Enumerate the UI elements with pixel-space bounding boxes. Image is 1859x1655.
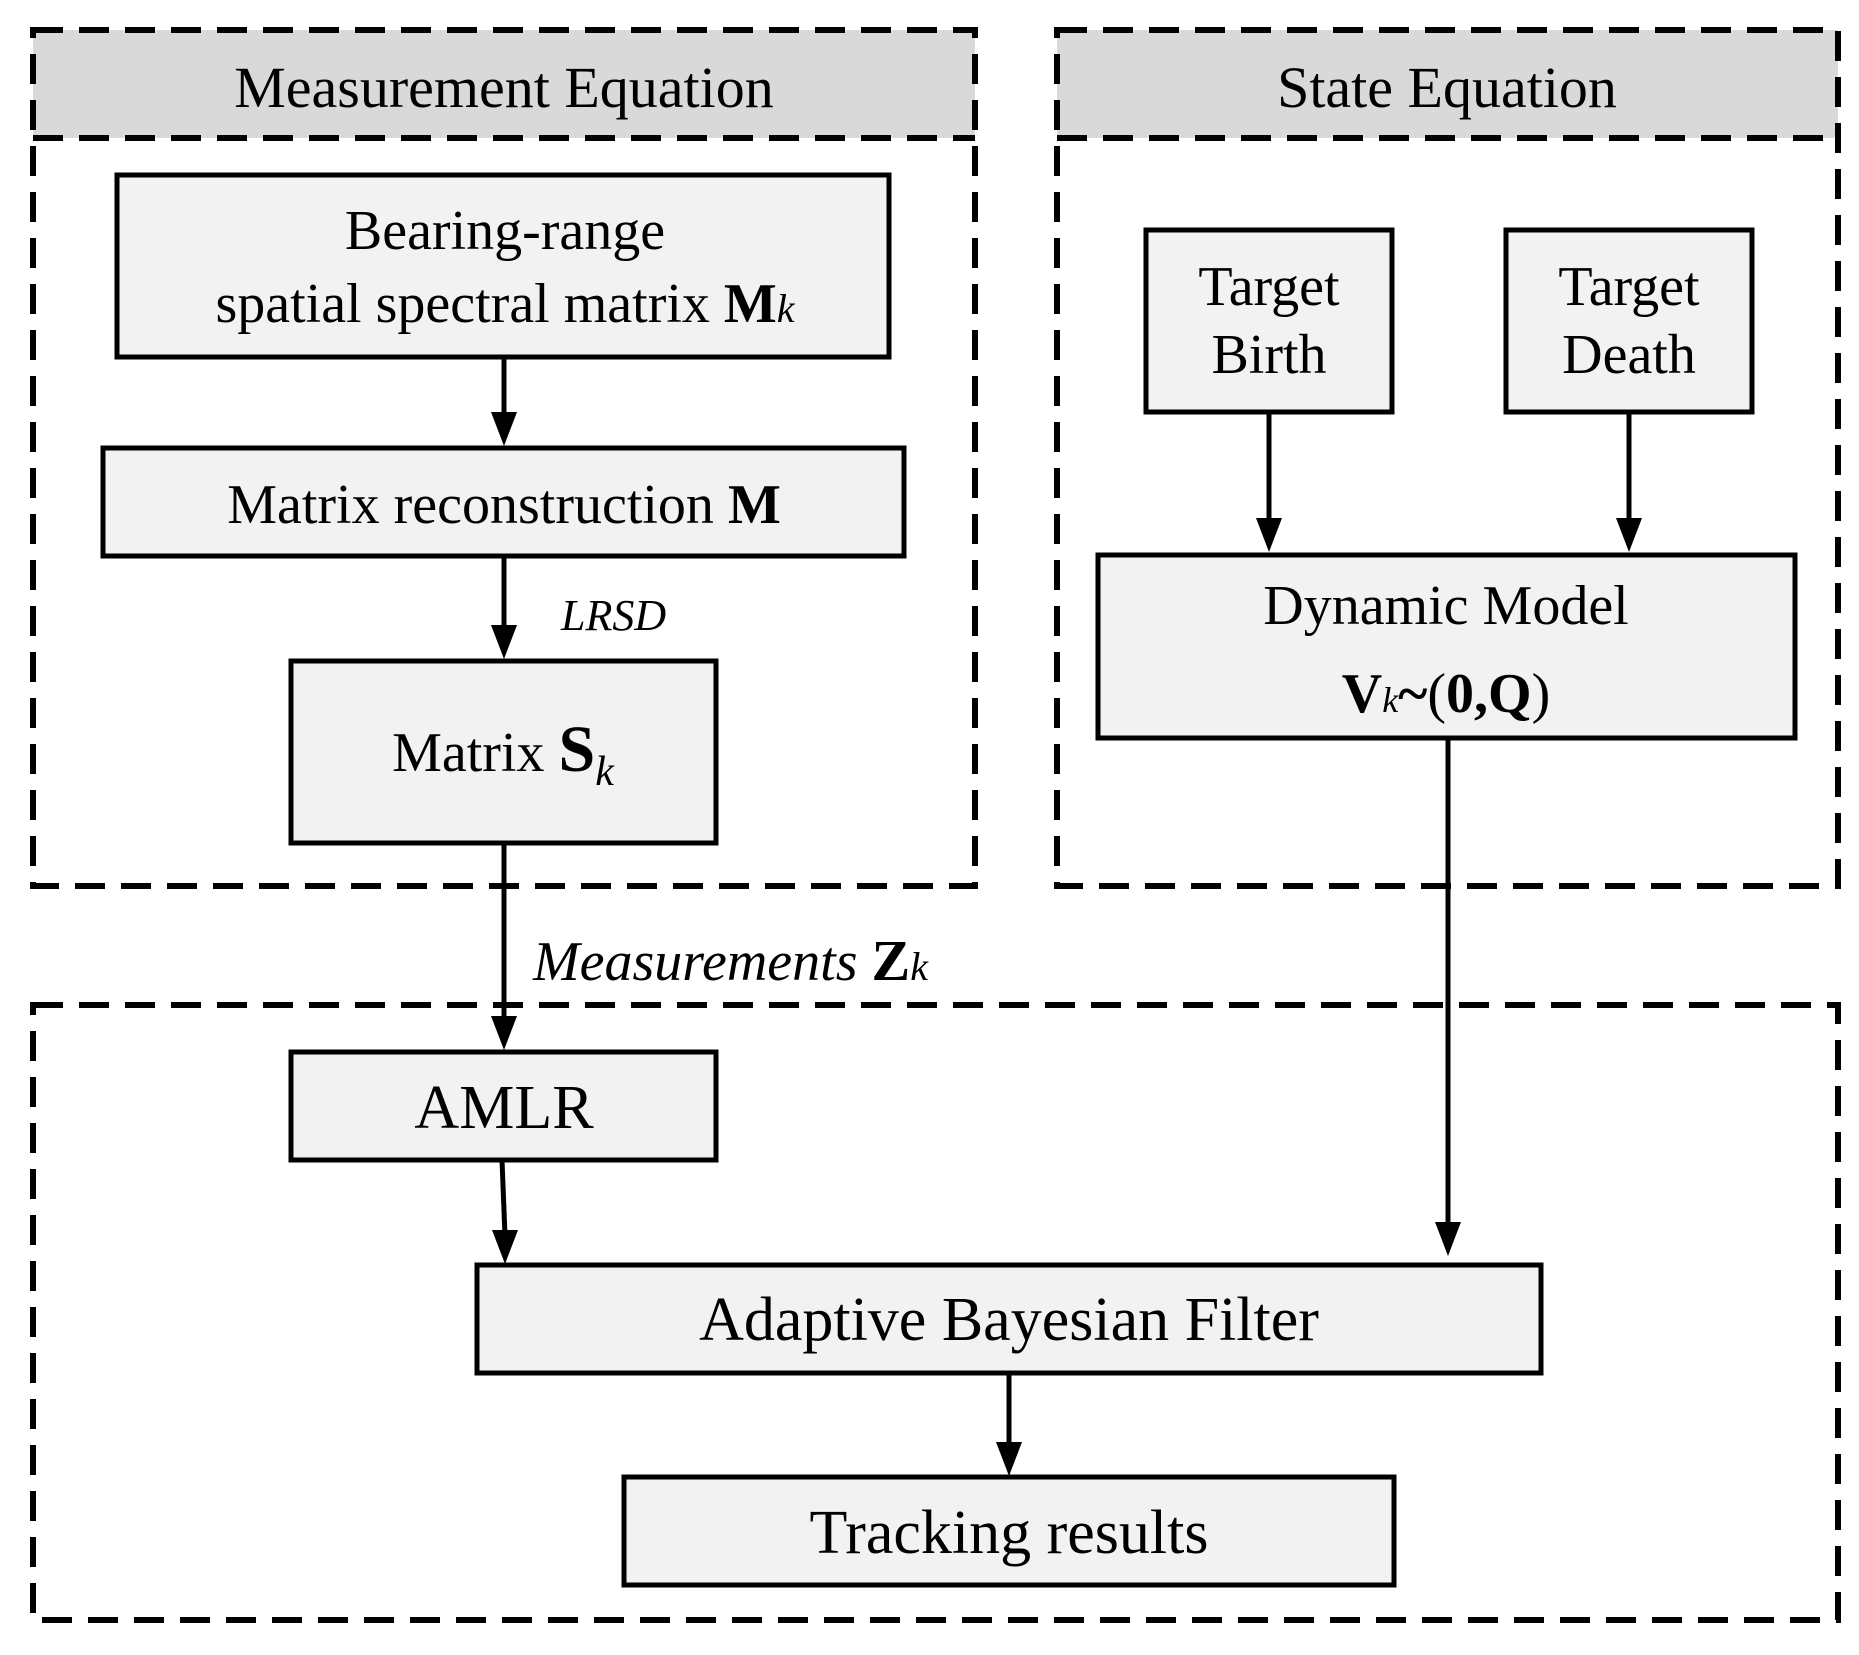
bearing-range-node: Bearing-range spatial spectral matrix Mk (114, 172, 892, 360)
dynamic-model-formula: Vk~(0,Q) (1342, 663, 1550, 725)
adaptive-bayesian-filter-node: Adaptive Bayesian Filter (474, 1262, 1544, 1376)
state-equation-title: State Equation (1277, 55, 1617, 120)
amlr-label: AMLR (414, 1074, 594, 1142)
edge-amlr-to-filter (492, 1159, 518, 1264)
amlr-node: AMLR (288, 1049, 719, 1163)
edge-death-to-dynamic-arrowhead (1616, 518, 1642, 552)
edge-birth-to-dynamic (1256, 412, 1282, 552)
measurement-equation-region: Measurement Equation (30, 27, 978, 889)
lrsd-label: LRSD (560, 591, 666, 640)
bearing-range-symbol: M (724, 273, 777, 335)
matrix-s-text: Matrix (392, 722, 558, 784)
edge-matrix-s-to-amlr-arrowhead (491, 1016, 517, 1050)
edge-bearing-to-reconstruction (491, 357, 517, 446)
edge-filter-to-tracking (996, 1373, 1022, 1476)
target-death-line2: Death (1562, 324, 1696, 386)
dynamic-model-distribution: 0,Q (1446, 663, 1532, 725)
edge-reconstruction-to-matrix-s-arrowhead (491, 625, 517, 659)
bearing-range-subscript: k (777, 286, 796, 331)
target-birth-line2: Birth (1211, 324, 1326, 386)
edge-birth-to-dynamic-arrowhead (1256, 518, 1282, 552)
bearing-range-line2-text: spatial spectral matrix (215, 273, 723, 335)
edge-amlr-to-filter-arrowhead (492, 1230, 518, 1264)
dynamic-model-tilde: ~ (1398, 663, 1427, 725)
edge-amlr-to-filter-line (499, 1159, 508, 1237)
edge-death-to-dynamic (1616, 412, 1642, 552)
measurements-subscript: k (910, 944, 929, 989)
tracking-results-box (621, 1474, 1397, 1588)
edge-dynamic-to-filter (1435, 738, 1461, 1256)
state-equation-header-fill (1057, 30, 1838, 138)
edge-matrix-s-to-amlr: Measurements Zk (491, 843, 929, 1050)
matrix-s-symbol: S (559, 713, 596, 786)
dynamic-model-symbol: V (1342, 663, 1382, 725)
measurement-equation-title: Measurement Equation (234, 55, 774, 120)
edge-reconstruction-to-matrix-s: LRSD (491, 556, 666, 659)
measurements-text: Measurements (532, 931, 872, 993)
edge-bearing-to-reconstruction-arrowhead (491, 412, 517, 446)
target-birth-node: Target Birth (1143, 227, 1395, 415)
measurements-symbol: Z (872, 928, 911, 993)
target-birth-line1: Target (1198, 256, 1340, 318)
target-death-line1: Target (1558, 256, 1700, 318)
measurements-label: Measurements Zk (532, 928, 929, 993)
matrix-reconstruction-label: Matrix reconstruction M (227, 474, 781, 536)
bearing-range-box (114, 172, 892, 360)
tracking-results-label: Tracking results (810, 1499, 1209, 1567)
dynamic-model-line1: Dynamic Model (1263, 575, 1628, 637)
dynamic-model-subscript: k (1382, 680, 1399, 720)
matrix-reconstruction-text: Matrix reconstruction (227, 474, 728, 536)
tracking-results-node: Tracking results (621, 1474, 1397, 1588)
dynamic-model-box (1095, 552, 1798, 741)
matrix-s-node: Matrix Sk (288, 658, 719, 846)
measurement-equation-header-fill (33, 30, 975, 138)
adaptive-bayesian-filter-label: Adaptive Bayesian Filter (699, 1286, 1319, 1354)
matrix-reconstruction-node: Matrix reconstruction M (100, 445, 907, 559)
bearing-range-line1: Bearing-range (345, 200, 665, 262)
target-death-node: Target Death (1503, 227, 1755, 415)
adaptive-bayesian-filter-box (474, 1262, 1544, 1376)
matrix-reconstruction-symbol: M (728, 474, 781, 536)
matrix-s-subscript: k (595, 749, 615, 795)
edge-filter-to-tracking-arrowhead (996, 1442, 1022, 1476)
bearing-range-line2: spatial spectral matrix Mk (215, 273, 795, 335)
edge-dynamic-to-filter-arrowhead (1435, 1222, 1461, 1256)
dynamic-model-node: Dynamic Model Vk~(0,Q) (1095, 552, 1798, 741)
filtering-region-frame (30, 1002, 1841, 1623)
dynamic-model-open-paren: ( (1427, 663, 1446, 725)
matrix-s-label: Matrix Sk (392, 713, 615, 795)
dynamic-model-close-paren: ) (1532, 663, 1551, 725)
matrix-s-box (288, 658, 719, 846)
state-equation-region: State Equation (1054, 27, 1841, 889)
